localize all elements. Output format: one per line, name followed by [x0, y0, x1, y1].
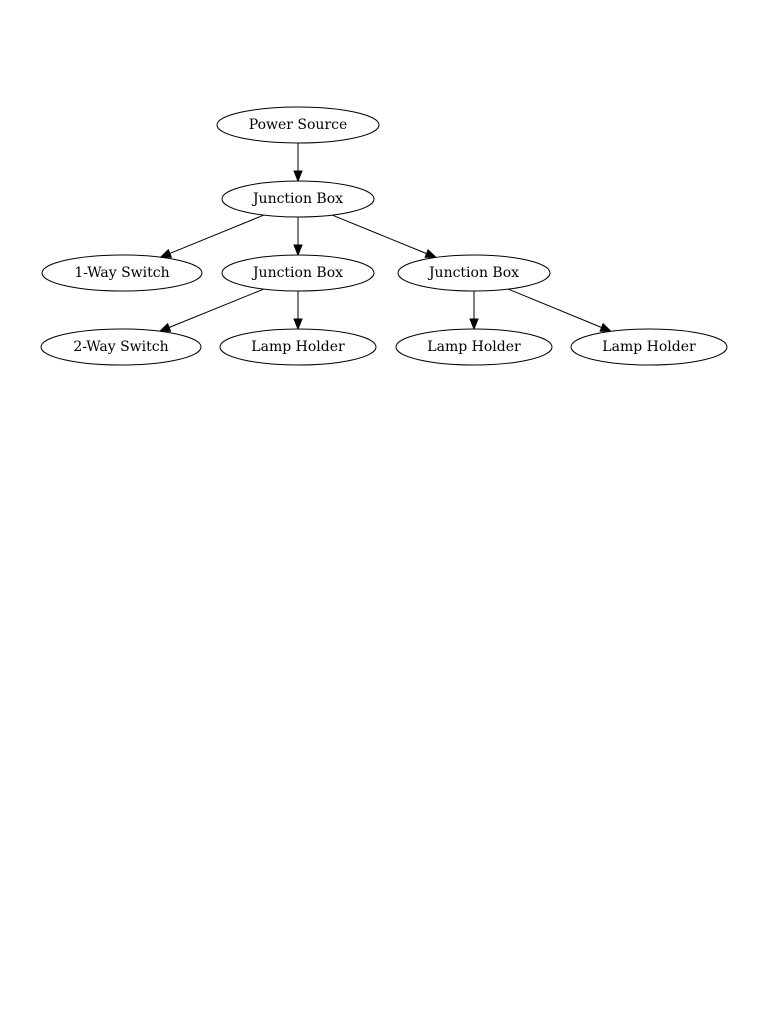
node-ellipse	[570, 328, 728, 366]
node-ellipse	[216, 106, 380, 144]
node-label: Lamp Holder	[602, 339, 696, 355]
node-jb3: Junction Box	[397, 254, 551, 292]
node-label: Junction Box	[251, 191, 343, 207]
edge-jb1-to-jb2	[293, 217, 303, 257]
arrowhead-icon	[469, 318, 479, 331]
node-power: Power Source	[216, 106, 380, 144]
edge-line	[168, 288, 264, 328]
edge-line	[508, 288, 602, 328]
arrowhead-icon	[293, 318, 303, 331]
node-label: Junction Box	[427, 265, 519, 281]
arrowhead-icon	[158, 322, 172, 332]
node-sw2: 2-Way Switch	[40, 328, 202, 366]
edge-jb3-to-lamp2	[469, 291, 479, 331]
edge-power-to-jb1	[293, 143, 303, 183]
edge-jb1-to-sw1	[159, 214, 264, 258]
node-label: Power Source	[249, 117, 348, 133]
edge-jb2-to-lamp1	[293, 291, 303, 331]
node-jb1: Junction Box	[221, 180, 375, 218]
node-ellipse	[397, 254, 551, 292]
node-label: 1-Way Switch	[74, 265, 169, 281]
arrowhead-icon	[159, 248, 173, 258]
edge-jb3-to-lamp3	[508, 288, 613, 332]
node-lamp3: Lamp Holder	[570, 328, 728, 366]
node-ellipse	[40, 328, 202, 366]
edge-line	[169, 214, 264, 254]
node-ellipse	[221, 180, 375, 218]
node-ellipse	[395, 328, 553, 366]
node-label: Lamp Holder	[427, 339, 521, 355]
node-label: 2-Way Switch	[73, 339, 168, 355]
arrowhead-icon	[599, 322, 613, 332]
node-lamp2: Lamp Holder	[395, 328, 553, 366]
edge-jb1-to-jb3	[332, 214, 438, 258]
node-ellipse	[221, 254, 375, 292]
arrowhead-icon	[293, 244, 303, 257]
node-label: Lamp Holder	[251, 339, 345, 355]
node-jb2: Junction Box	[221, 254, 375, 292]
node-sw1: 1-Way Switch	[41, 254, 203, 292]
edges-layer	[158, 143, 613, 332]
edge-jb2-to-sw2	[158, 288, 264, 332]
arrowhead-icon	[293, 170, 303, 183]
node-label: Junction Box	[251, 265, 343, 281]
node-ellipse	[41, 254, 203, 292]
edge-line	[332, 214, 427, 255]
arrowhead-icon	[424, 249, 438, 258]
node-lamp1: Lamp Holder	[219, 328, 377, 366]
node-ellipse	[219, 328, 377, 366]
